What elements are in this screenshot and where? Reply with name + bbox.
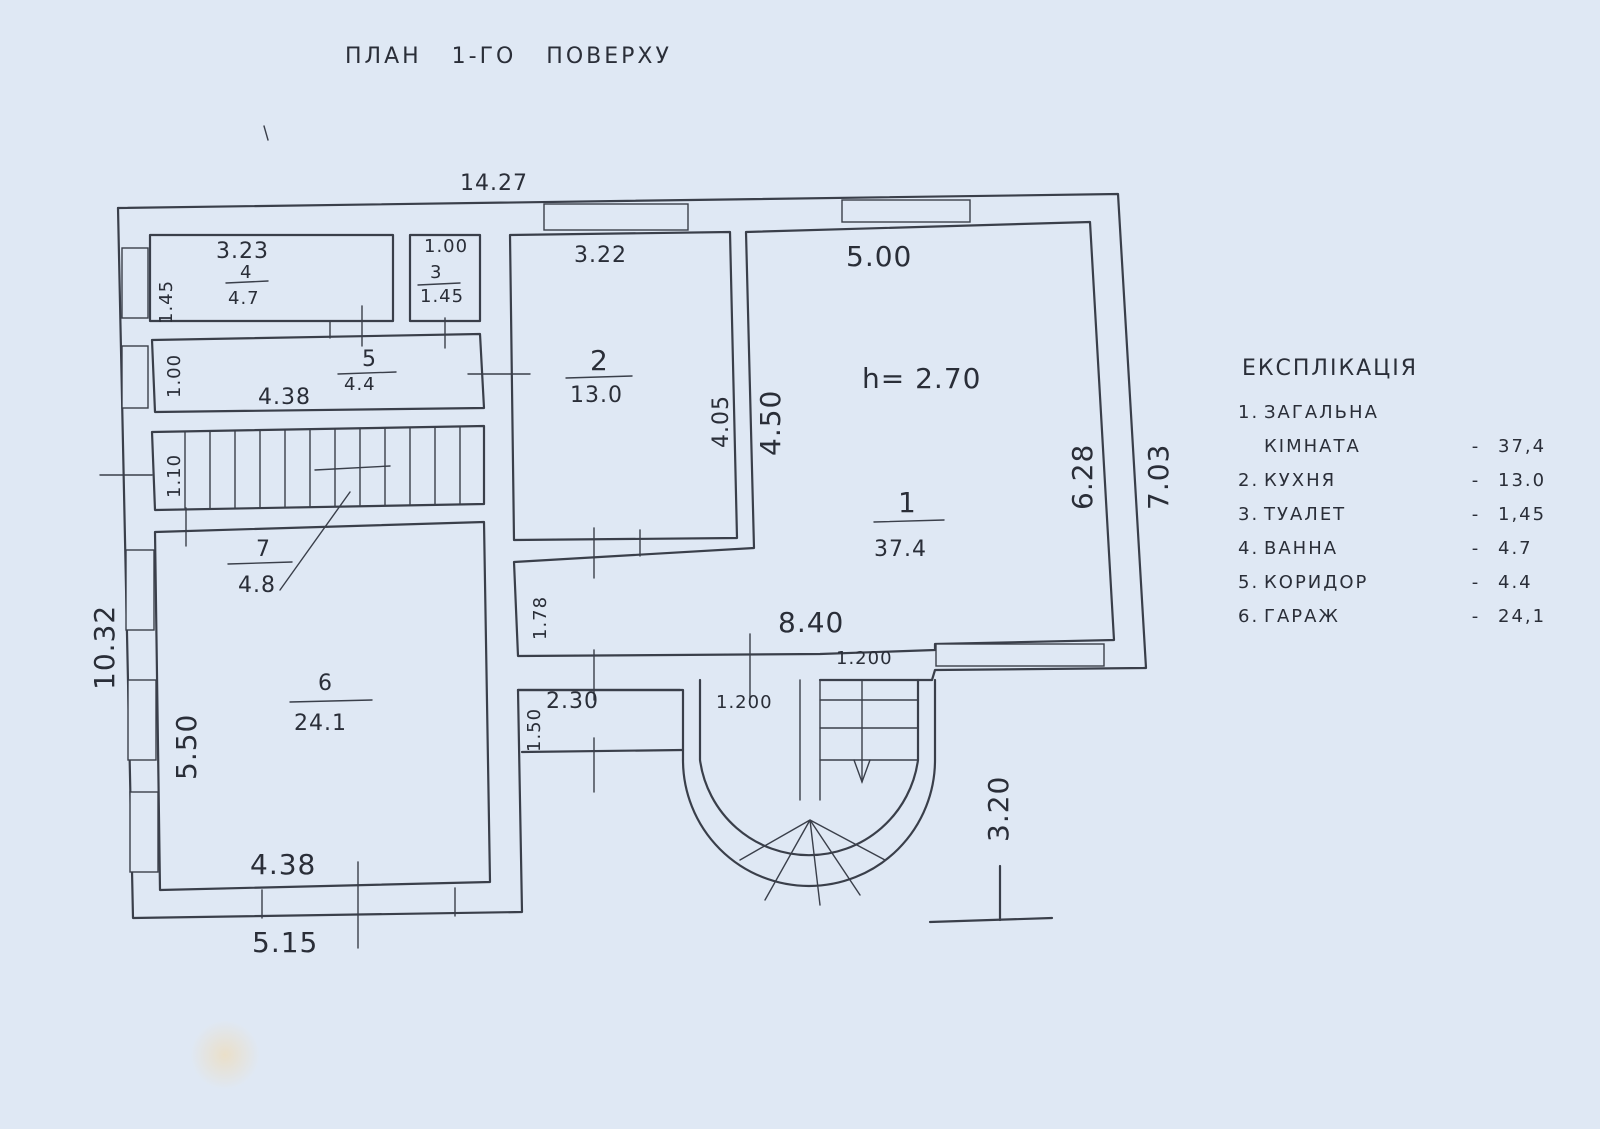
explication-row: 2. КУХНЯ - 13.0 [1238,463,1578,497]
explication-dash: - [1471,605,1481,627]
room-4-walls [148,233,395,323]
room-fraction-lines [225,280,945,703]
dim-room4-height: 1.45 [156,280,177,324]
dim-room2-width: 3.22 [574,243,627,268]
pencil-mark [263,125,269,141]
explication-name: ВАННА [1264,537,1339,559]
room-7-area: 4.8 [238,573,276,598]
explication-num: 2. [1238,469,1260,491]
explication-title: ЕКСПЛІКАЦІЯ [1242,356,1418,381]
explication-value: 4.7 [1498,537,1533,559]
ceiling-height: h= 2.70 [862,362,981,395]
explication-row: 3. ТУАЛЕТ - 1,45 [1238,497,1578,531]
dim-stair-width-2: 1.200 [716,692,773,713]
explication-value: 4.4 [1498,571,1533,593]
explication-dash: - [1471,503,1481,525]
room-7-number: 7 [256,537,271,562]
room-3-area: 1.45 [420,286,464,307]
dim-garage-height: 5.50 [170,714,203,780]
room-5-area: 4.4 [344,374,376,395]
explication-num: 5. [1238,571,1260,593]
explication-row: 4. ВАННА - 4.7 [1238,531,1578,565]
explication-num: 3. [1238,503,1260,525]
room-2-area: 13.0 [570,383,623,408]
windows [121,199,1105,873]
explication-row: 5. КОРИДОР - 4.4 [1238,565,1578,599]
room-1-area: 37.4 [874,537,927,562]
explication-name: КІМНАТА [1264,435,1361,457]
plan-title: ПЛАН 1-ГО ПОВЕРХУ [345,44,672,69]
explication-row: 1. ЗАГАЛЬНА [1238,395,1578,429]
dim-room1-height: 6.28 [1066,444,1099,510]
room-6-area: 24.1 [294,711,347,736]
dim-overall-right: 7.03 [1142,444,1175,510]
room-1-number: 1 [898,486,917,519]
room-5-number: 5 [362,347,377,372]
dimension-ticks [185,305,1054,949]
dim-overall-width: 14.27 [460,171,528,196]
dim-room1-inner-height: 4.50 [754,390,787,456]
dim-corridor-length: 4.38 [258,385,311,410]
interior-walls [148,220,1116,892]
room-4-area: 4.7 [228,288,260,309]
dim-room2-height: 4.05 [709,395,734,448]
room-2-walls [508,230,739,542]
explication-dash: - [1471,537,1481,559]
dim-porch-height: 1.50 [524,708,545,752]
dim-overall-left: 10.32 [88,605,121,690]
dim-garage-outer-width: 5.15 [252,926,318,959]
explication-row: КІМНАТА - 37,4 [1238,429,1578,463]
explication-value: 13.0 [1498,469,1547,491]
explication-table: ЕКСПЛІКАЦІЯ 1. ЗАГАЛЬНА КІМНАТА - 37,4 2… [1238,356,1578,633]
room-1-walls [512,220,1116,658]
spiral-stair [681,678,937,906]
explication-dash: - [1471,469,1481,491]
explication-name: КОРИДОР [1264,571,1369,593]
explication-name: ТУАЛЕТ [1264,503,1347,525]
dim-garage-inner-width: 4.38 [250,848,316,881]
explication-num: 4. [1238,537,1260,559]
dim-room4-width: 3.23 [216,239,269,264]
room-2-number: 2 [590,344,609,377]
explication-num: 6. [1238,605,1260,627]
stair-treads [99,426,461,591]
corridor-walls [150,332,486,414]
explication-num: 1. [1238,401,1260,423]
room-4-number: 4 [240,262,252,283]
dim-room1-width: 5.00 [846,240,912,273]
explication-name: КУХНЯ [1264,469,1337,491]
stair-walls [150,424,486,512]
dim-stair-height: 1.10 [164,454,185,498]
room-3-number: 3 [430,262,442,283]
explication-dash: - [1471,571,1481,593]
dim-porch-width: 2.30 [546,689,599,714]
dim-corridor-height: 1.00 [164,354,185,398]
dim-stair-width-1: 1.200 [836,648,893,669]
dim-room3-width: 1.00 [424,236,468,257]
porch-walls [516,688,685,754]
garage-walls [153,520,492,892]
paper-stain [190,1020,260,1090]
room-6-number: 6 [318,671,333,696]
explication-name: ЗАГАЛЬНА [1264,401,1379,423]
dim-stair-depth: 3.20 [982,776,1015,842]
explication-name: ГАРАЖ [1264,605,1340,627]
explication-row: 6. ГАРАЖ - 24,1 [1238,599,1578,633]
explication-value: 37,4 [1498,435,1547,457]
explication-value: 1,45 [1498,503,1547,525]
dim-hall-length: 8.40 [778,606,844,639]
explication-value: 24,1 [1498,605,1547,627]
explication-dash: - [1471,435,1481,457]
dim-hall-height: 1.78 [530,596,551,640]
